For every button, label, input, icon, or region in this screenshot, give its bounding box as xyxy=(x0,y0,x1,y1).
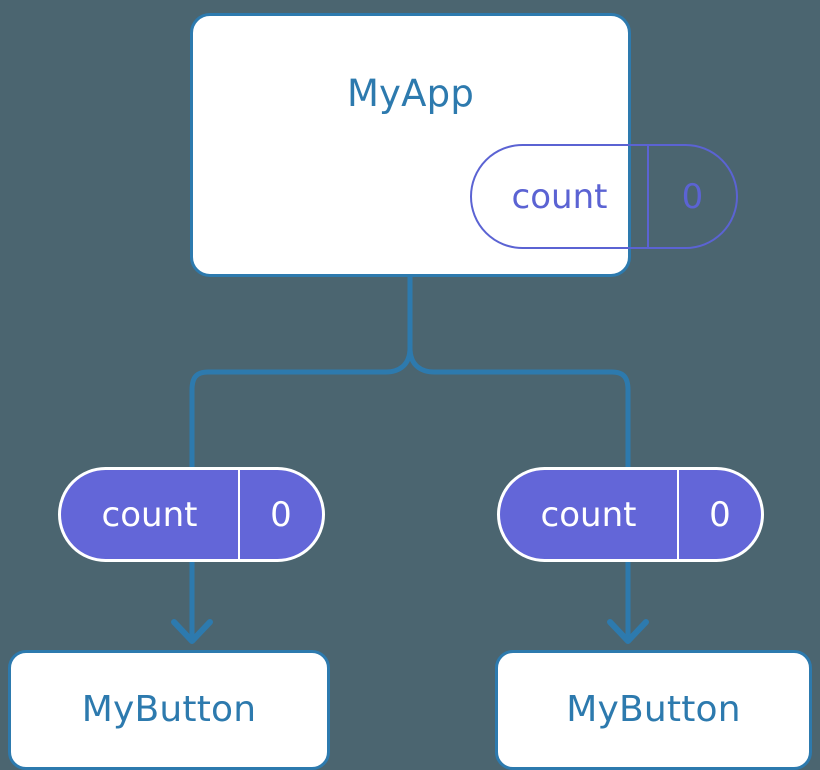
component-title-mybutton-right: MyButton xyxy=(566,689,741,730)
state-pill-value: 0 xyxy=(681,176,704,217)
component-title-mybutton-left: MyButton xyxy=(81,689,257,730)
component-node-mybutton-left[interactable]: MyButton xyxy=(8,650,330,770)
state-pill-key: count xyxy=(61,470,240,559)
component-title-myapp: MyApp xyxy=(346,72,475,115)
state-pill-value: 0 xyxy=(709,494,731,535)
state-pill-right-count[interactable]: count 0 xyxy=(497,467,764,562)
state-pill-left-count[interactable]: count 0 xyxy=(58,467,325,562)
branch-path-right xyxy=(407,345,631,470)
state-pill-myapp-count[interactable]: count 0 xyxy=(470,144,738,249)
component-node-mybutton-right[interactable]: MyButton xyxy=(495,650,812,770)
arrowhead-right-icon xyxy=(607,619,649,644)
arrowhead-left-icon xyxy=(171,619,213,644)
component-node-myapp[interactable]: MyApp count 0 xyxy=(190,13,738,277)
state-pill-key: count xyxy=(472,146,649,247)
state-pill-value: 0 xyxy=(270,494,292,535)
branch-path-left xyxy=(189,345,413,470)
state-pill-key: count xyxy=(500,470,679,559)
